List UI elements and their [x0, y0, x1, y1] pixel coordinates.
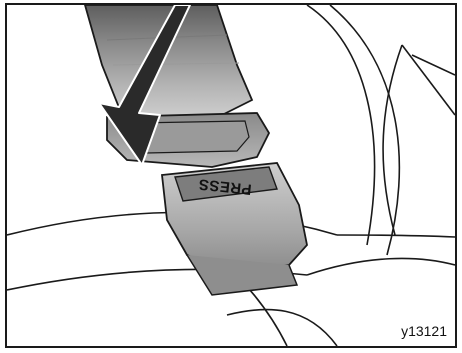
seatbelt-release-illustration: PRESS — [7, 5, 455, 346]
illustration-frame: PRESS y13121 — [5, 3, 457, 348]
figure-id: y13121 — [401, 323, 447, 339]
